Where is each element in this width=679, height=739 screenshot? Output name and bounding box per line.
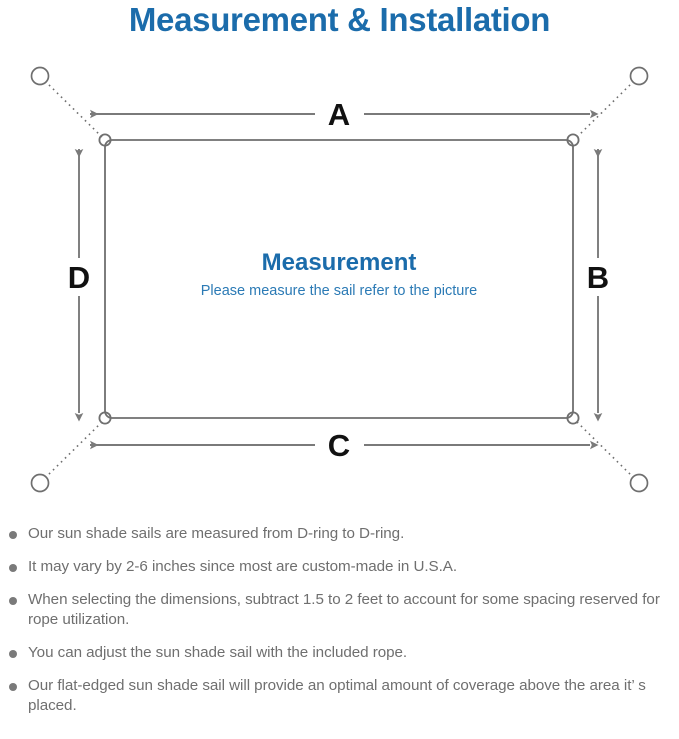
d-ring-bottom-left-icon (98, 411, 112, 425)
note-text: It may vary by 2-6 inches since most are… (28, 558, 458, 575)
bullet-icon (9, 650, 17, 658)
dimension-a: A (90, 97, 599, 132)
note-text: Our sun shade sails are measured from D-… (28, 525, 405, 542)
anchor-top-right-icon (629, 66, 649, 86)
diagram-center-heading: Measurement (262, 249, 417, 276)
anchor-points (30, 66, 649, 493)
note-text: You can adjust the sun shade sail with t… (28, 644, 408, 661)
list-item: You can adjust the sun shade sail with t… (0, 643, 679, 663)
note-text: Our flat-edged sun shade sail will provi… (28, 677, 646, 714)
rope-bottom-left (44, 421, 103, 479)
list-item: When selecting the dimensions, subtract … (0, 590, 679, 630)
d-ring-top-right-icon (566, 133, 580, 147)
d-rings (98, 133, 580, 425)
dimension-c: C (90, 428, 599, 463)
bullet-icon (9, 531, 17, 539)
dimension-b-label: B (587, 260, 609, 295)
rope-top-left (44, 80, 103, 138)
dimension-d: D (68, 149, 90, 422)
page-title: Measurement & Installation (128, 1, 551, 38)
diagram-center-subtext: Please measure the sail refer to the pic… (201, 283, 477, 299)
anchor-top-left-icon (30, 66, 50, 86)
anchor-bottom-right-icon (629, 473, 649, 493)
bullet-icon (9, 597, 17, 605)
dimension-d-label: D (68, 260, 90, 295)
bullet-icon (9, 564, 17, 572)
rope-top-right (576, 80, 635, 138)
bullet-icon (9, 683, 17, 691)
dimension-a-label: A (328, 97, 350, 132)
d-ring-bottom-right-icon (566, 411, 580, 425)
list-item: Our sun shade sails are measured from D-… (0, 524, 679, 544)
note-text: When selecting the dimensions, subtract … (28, 591, 660, 628)
anchor-ropes (44, 80, 635, 479)
rope-bottom-right (576, 421, 635, 479)
d-ring-top-left-icon (98, 133, 112, 147)
dimension-b: B (587, 149, 609, 422)
list-item: It may vary by 2-6 inches since most are… (0, 557, 679, 577)
measurement-diagram: A C D B Measurement Please measure the s… (0, 48, 679, 518)
notes-list: Our sun shade sails are measured from D-… (0, 524, 679, 729)
anchor-bottom-left-icon (30, 473, 50, 493)
shade-sail-body (104, 139, 574, 419)
list-item: Our flat-edged sun shade sail will provi… (0, 676, 679, 716)
dimension-c-label: C (328, 428, 350, 463)
